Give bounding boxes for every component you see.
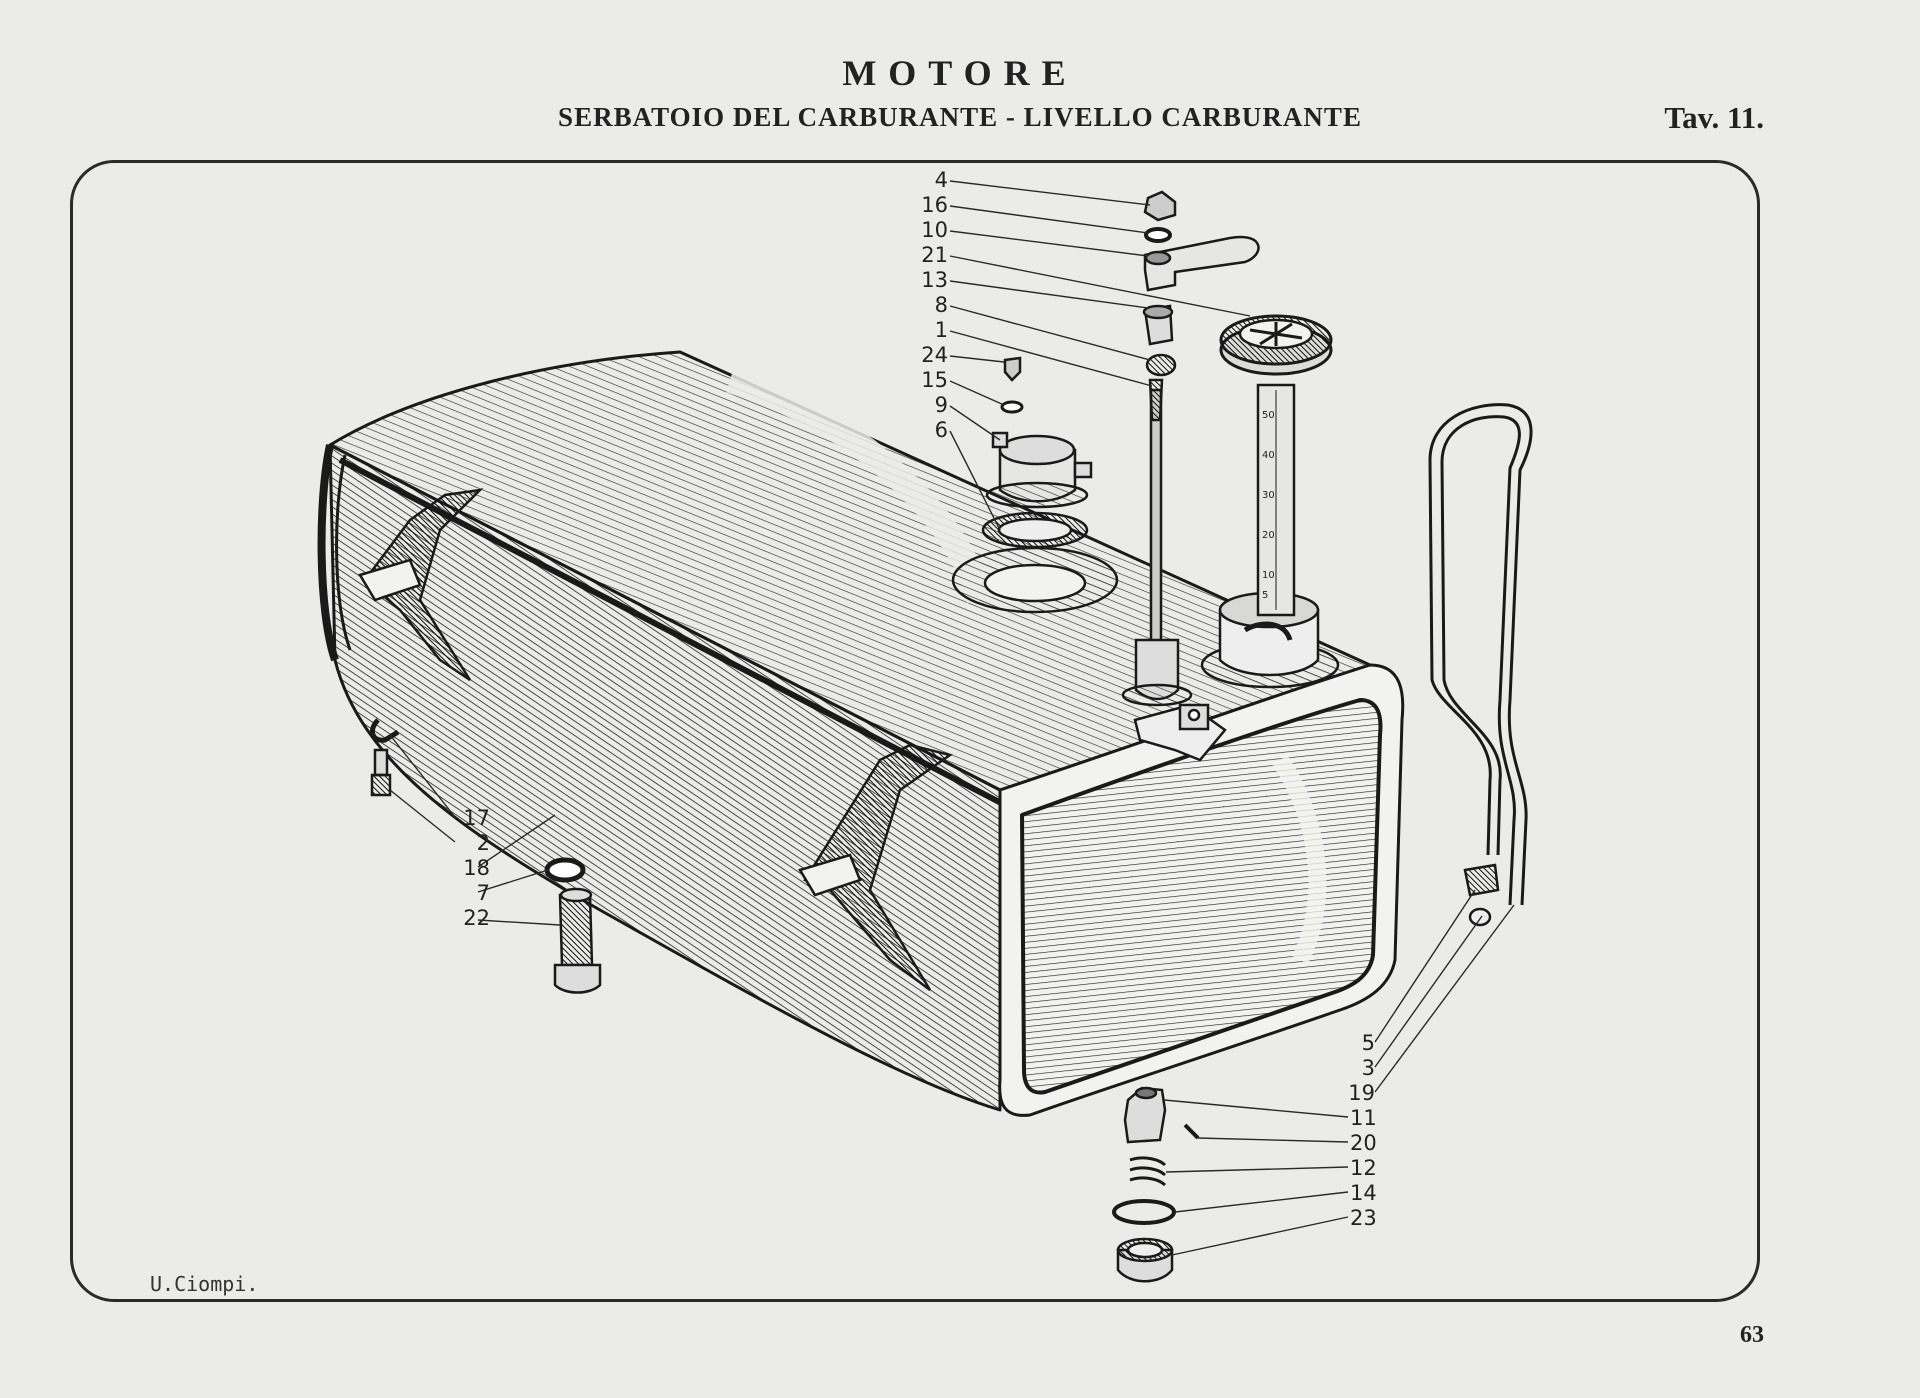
leader-lines [389, 180, 1515, 1256]
callout-19: 19 [1348, 1081, 1375, 1105]
drain-plug-assembly [1112, 1086, 1200, 1283]
callout-4: 4 [934, 168, 948, 192]
callout-22: 22 [463, 906, 490, 930]
callout-21: 21 [921, 243, 948, 267]
fuel-tank [317, 350, 1405, 1117]
right-small-parts [1463, 863, 1500, 927]
gauge-scale-40: 40 [1262, 450, 1275, 461]
left-small-parts [369, 718, 602, 994]
float-rod [1121, 378, 1227, 762]
tank-side-face [328, 443, 1002, 1112]
callout-24: 24 [921, 343, 948, 367]
fuel-gauge-stick: 50 40 30 20 10 5 [1219, 314, 1333, 617]
callout-23: 23 [1350, 1206, 1377, 1230]
gauge-scale-10: 10 [1262, 570, 1275, 581]
artist-signature: U.Ciompi. [150, 1272, 259, 1296]
vent-pipe [1428, 403, 1533, 906]
callout-5: 5 [1361, 1031, 1375, 1055]
gauge-scale-30: 30 [1262, 490, 1275, 501]
callout-6: 6 [934, 418, 948, 442]
callout-8: 8 [934, 293, 948, 317]
callout-16: 16 [921, 193, 948, 217]
callout-1: 1 [934, 318, 948, 342]
gauge-scale-50: 50 [1262, 410, 1275, 421]
callout-18: 18 [463, 856, 490, 880]
callout-14: 14 [1350, 1181, 1377, 1205]
tank-left-rim [317, 444, 339, 662]
callout-12: 12 [1350, 1156, 1377, 1180]
callout-2: 2 [476, 831, 490, 855]
callout-9: 9 [934, 393, 948, 417]
gauge-scale-5: 5 [1262, 590, 1268, 601]
top-small-parts [1000, 190, 1260, 414]
callout-11: 11 [1350, 1106, 1377, 1130]
callout-3: 3 [1361, 1056, 1375, 1080]
callout-20: 20 [1350, 1131, 1377, 1155]
plate-number: Tav. 11. [1664, 100, 1764, 135]
page-number: 63 [1740, 1322, 1764, 1348]
drawing-frame [70, 160, 1760, 1302]
gauge-scale-20: 20 [1262, 530, 1275, 541]
sender-unit [951, 431, 1119, 614]
callout-13: 13 [921, 268, 948, 292]
page-subtitle: SERBATOIO DEL CARBURANTE - LIVELLO CARBU… [558, 102, 1362, 132]
callout-7: 7 [476, 881, 490, 905]
callout-15: 15 [921, 368, 948, 392]
callout-10: 10 [921, 218, 948, 242]
page-title: MOTORE [842, 53, 1078, 93]
tank-straps [358, 488, 953, 991]
callout-17: 17 [463, 806, 490, 830]
